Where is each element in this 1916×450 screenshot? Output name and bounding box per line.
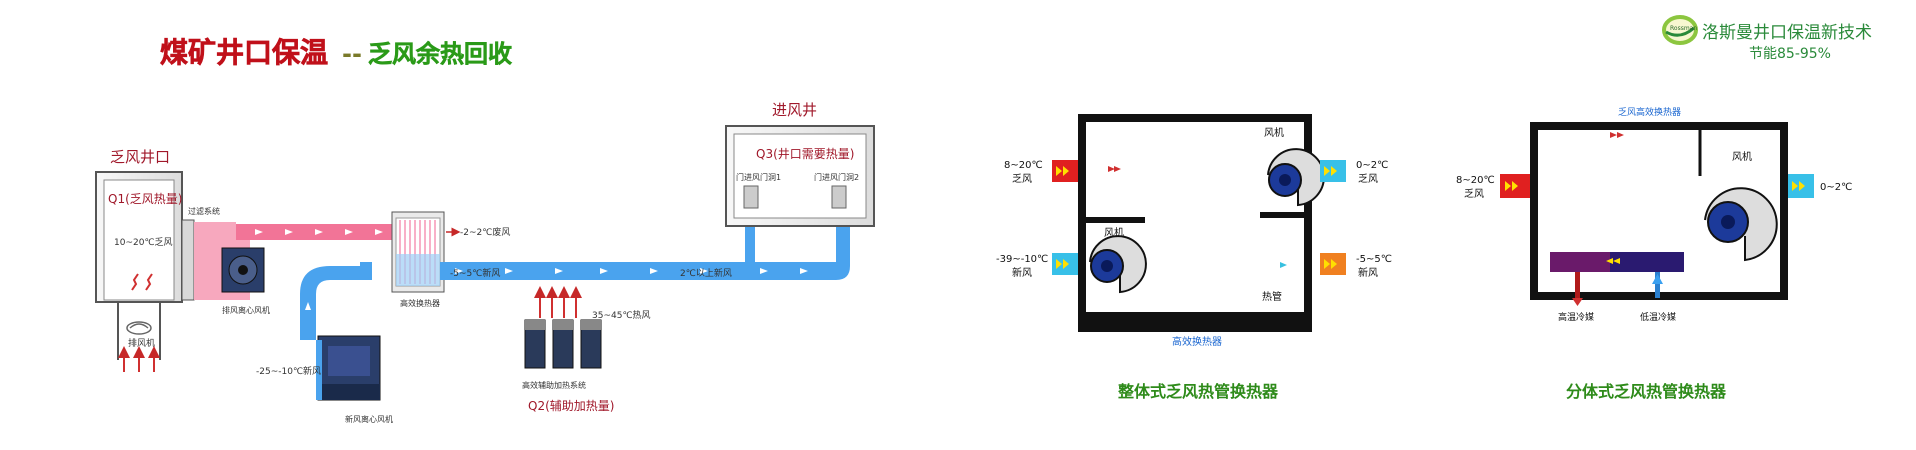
fresh-air-fan <box>317 335 381 401</box>
fresh-5-label: -5~5℃新风 <box>450 267 500 279</box>
mid-tubes <box>1153 128 1259 304</box>
q2-label: Q2(辅助加热量) <box>528 399 614 413</box>
mid-fan-bottom <box>1089 235 1147 294</box>
mid-out-label: 乏风 <box>1358 173 1378 185</box>
right-in-temp: 8~20℃ <box>1456 175 1495 186</box>
exhaust-temp-label: 10~20℃乏风 <box>114 237 173 248</box>
brand-name: 洛斯曼井口保温新技术 <box>1702 23 1872 43</box>
right-fan <box>1704 187 1778 262</box>
mid-out-temp: 0~2℃ <box>1356 160 1388 171</box>
right-medium-bar-warm <box>1550 252 1610 272</box>
exhaust-fan-small-label: 排风机 <box>128 337 155 349</box>
filter-block <box>181 219 195 301</box>
brand-logo: Rossman <box>1662 15 1698 45</box>
right-hot-medium-label: 高温冷媒 <box>1558 311 1594 323</box>
waste-air-label: -2~2℃废风 <box>460 226 510 238</box>
aux-system-label: 高效辅助加热系统 <box>522 380 586 390</box>
mid-in-port <box>1052 160 1078 182</box>
mid-hx-label: 高效换热器 <box>1172 335 1222 348</box>
mid-fan-top-label: 风机 <box>1264 126 1284 139</box>
hx-left-label: 高效换热器 <box>400 298 440 308</box>
door2-label: 门进风门洞2 <box>814 172 859 182</box>
right-medium-pipes <box>1572 272 1663 306</box>
door-vents <box>743 185 847 209</box>
brand-tagline: 节能85-95% <box>1749 46 1831 62</box>
title-part1: 煤矿井口保温 <box>160 36 328 69</box>
fresh-cold-label: -25~-10℃新风 <box>256 365 321 377</box>
filter-label: 过滤系统 <box>188 206 220 216</box>
hot-air-arrows <box>534 286 582 318</box>
mid-fresh-out-port <box>1320 253 1346 275</box>
right-cold-medium-label: 低温冷媒 <box>1640 311 1676 323</box>
exhaust-centrifugal-fan-label: 排风离心风机 <box>222 305 270 315</box>
q1-label: Q1(乏风热量) <box>108 192 182 206</box>
aux-heating-units <box>524 319 602 369</box>
mid-fresh-in-port <box>1052 253 1078 275</box>
mid-heat-pipe-label: 热管 <box>1262 290 1282 303</box>
blue-duct-riser-left <box>745 218 755 262</box>
mid-fresh-in-label: 新风 <box>1012 266 1032 279</box>
right-caption: 分体式乏风热管换热器 <box>1566 382 1727 401</box>
right-in-port <box>1500 174 1530 198</box>
right-in-label: 乏风 <box>1464 188 1484 200</box>
blue-duct <box>300 262 372 340</box>
door1-label: 门进风门洞1 <box>736 172 781 182</box>
hot-air-label: 35~45℃热风 <box>592 309 651 321</box>
blue-flow-arrows <box>305 268 808 310</box>
blue-duct-riser-right <box>822 218 850 280</box>
mid-fan-top <box>1267 148 1325 207</box>
fresh-above-2-label: 2℃以上新风 <box>680 267 732 279</box>
exhaust-centrifugal-fan <box>221 247 265 293</box>
right-fan-label: 风机 <box>1732 150 1752 163</box>
mid-flow-arrows <box>1108 166 1287 268</box>
pink-flow-arrows <box>255 229 383 235</box>
mid-out-port <box>1320 160 1346 182</box>
title-sep: -- <box>342 40 362 68</box>
fresh-fan-label: 新风离心风机 <box>345 414 393 424</box>
brand-logo-text: Rossman <box>1670 25 1697 32</box>
right-flow-arrows <box>1606 132 1624 264</box>
mid-in-temp: 8~20℃ <box>1004 160 1043 171</box>
right-out-port <box>1788 174 1814 198</box>
exhaust-well-label: 乏风井口 <box>110 148 170 166</box>
mid-caption: 整体式乏风热管换热器 <box>1117 382 1279 401</box>
mid-in-label: 乏风 <box>1012 173 1032 185</box>
mid-fan-bottom-label: 风机 <box>1104 226 1124 239</box>
title-part2: 乏风余热回收 <box>368 40 512 68</box>
fresh-air-filter <box>316 340 322 400</box>
right-top-label: 乏风高效换热器 <box>1618 106 1681 118</box>
right-out-temp: 0~2℃ <box>1820 182 1852 193</box>
blue-duct-main <box>440 262 836 280</box>
mid-fresh-out-temp: -5~5℃ <box>1356 254 1392 265</box>
heat-rising-icon <box>131 273 153 291</box>
q3-label: Q3(井口需要热量) <box>756 147 854 161</box>
right-tubes <box>1559 136 1685 254</box>
heat-exchanger-left <box>391 211 445 293</box>
exhaust-fan-small-icon <box>126 321 152 335</box>
intake-well-label: 进风井 <box>772 101 817 119</box>
intake-arrows-icon <box>118 346 160 372</box>
mid-fresh-out-label: 新风 <box>1358 266 1378 279</box>
mid-fresh-in-temp: -39~-10℃ <box>996 254 1048 265</box>
